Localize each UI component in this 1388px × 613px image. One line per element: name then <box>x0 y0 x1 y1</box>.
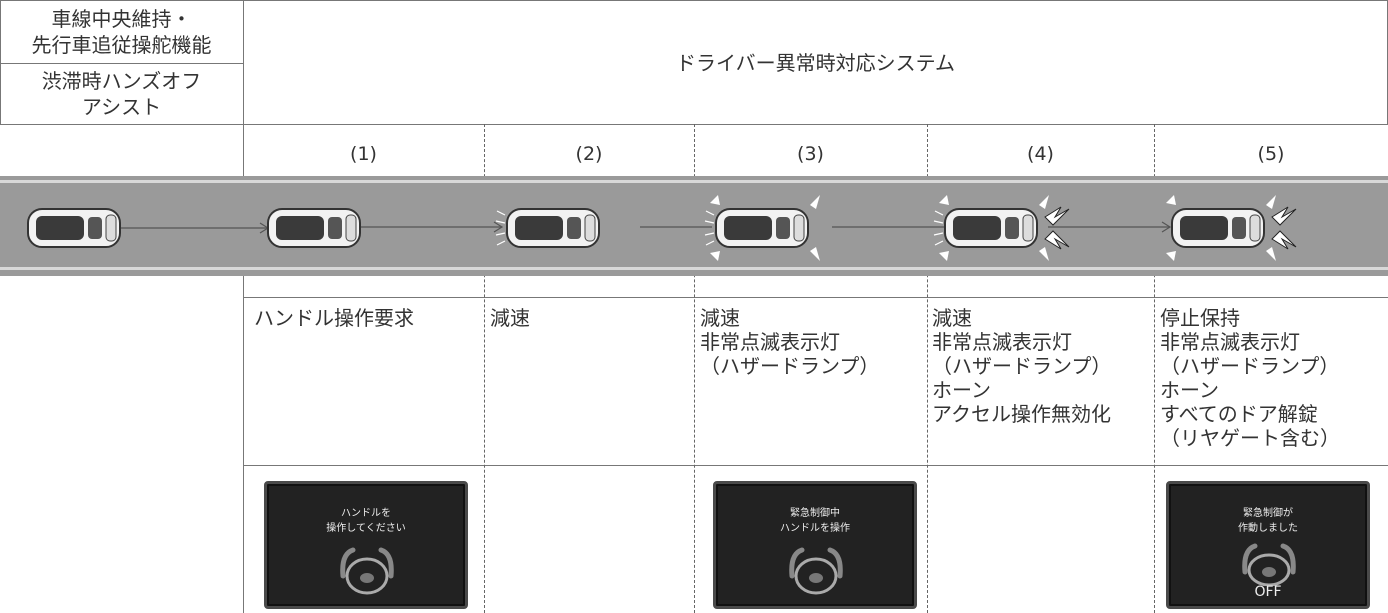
header-split-line <box>0 63 243 64</box>
step-divider-3 <box>694 124 695 613</box>
step-label-1: (1) <box>350 143 377 165</box>
car-icon-2 <box>495 208 600 248</box>
road-edge-top <box>0 180 1388 183</box>
display-screen-1-text: ハンドルを 操作してください <box>326 508 406 534</box>
step-action-1: ハンドル操作要求 <box>254 306 414 330</box>
horn-bolt-marks <box>1044 206 1070 250</box>
step-divider-5 <box>1154 124 1155 613</box>
car-icon-5 <box>1166 195 1297 261</box>
handsoff-header-label: 渋滞時ハンズオフ アシスト <box>41 69 202 119</box>
hazard-flash-marks <box>710 195 820 261</box>
steering-wheel-icon <box>789 547 843 595</box>
step-action-2: 減速 <box>490 306 530 330</box>
road-surface <box>0 176 1388 276</box>
steering-wheel-icon <box>1242 543 1296 586</box>
display-screen-2-text: 緊急制御中 ハンドルを操作 <box>780 508 850 534</box>
display-screen-2: 緊急制御中 ハンドルを操作 <box>713 481 917 609</box>
display-screen-3: 緊急制御が 作動しました OFF <box>1166 481 1370 609</box>
brake-light-glow <box>495 210 506 246</box>
action-row-top-border <box>243 297 1388 298</box>
step-action-4: 減速 非常点滅表示灯 （ハザードランプ） ホーン アクセル操作無効化 <box>932 306 1112 426</box>
lka-header-label: 車線中央維持・ 先行車追従操舵機能 <box>31 7 212 57</box>
display-screen-1: ハンドルを 操作してください <box>264 481 468 609</box>
screen-row-top-border <box>243 465 1388 466</box>
step-divider-2 <box>484 124 485 613</box>
step-label-2: (2) <box>575 143 603 165</box>
car-icon-3 <box>704 195 820 261</box>
steering-wheel-icon <box>340 547 394 595</box>
display-off-label: OFF <box>1254 584 1282 600</box>
step-label-3: (3) <box>797 143 824 165</box>
road-edge-bottom <box>0 267 1388 270</box>
car-icon-4 <box>933 195 1070 261</box>
table-left-border <box>0 0 1 124</box>
step-label-5: (5) <box>1257 143 1285 165</box>
system-title: ドライバー異常時対応システム <box>676 51 955 75</box>
road-illustration <box>0 176 1388 276</box>
table-top-border <box>0 0 1388 1</box>
car-icon-1 <box>267 208 361 248</box>
step-action-5: 停止保持 非常点滅表示灯 （ハザードランプ） ホーン すべてのドア解錠 （リヤゲ… <box>1160 306 1340 450</box>
display-screen-3-text: 緊急制御が 作動しました <box>1238 508 1298 534</box>
step-label-4: (4) <box>1027 143 1054 165</box>
first-column-divider <box>243 0 244 613</box>
car-icon-0 <box>27 208 121 248</box>
step-action-3: 減速 非常点滅表示灯 （ハザードランプ） <box>700 306 880 378</box>
step-divider-4 <box>927 124 928 613</box>
